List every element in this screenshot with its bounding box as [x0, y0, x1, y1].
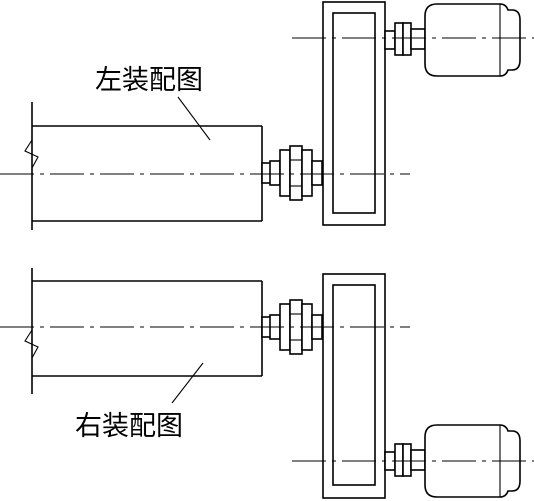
break-mark [24, 139, 39, 169]
left-motor-group [384, 3, 521, 77]
reducer-inner [332, 284, 376, 486]
right-assembly-label: 右装配图 [75, 411, 183, 442]
left-drum [24, 102, 263, 230]
right-leader-line [171, 362, 204, 404]
coupling-flange-3 [301, 149, 313, 197]
right-reducer [322, 273, 386, 499]
motor-coupling-2 [402, 22, 412, 56]
left-assembly-label: 左装配图 [95, 65, 203, 96]
right-assembly-view: 右装配图 [0, 268, 534, 499]
motor-flange [410, 28, 426, 50]
left-coupling [261, 145, 323, 201]
reducer-housing [322, 1, 386, 226]
left-leader-line [177, 96, 211, 141]
motor-shaft [384, 30, 396, 50]
left-reducer [322, 1, 386, 226]
motor-coupling-2 [402, 443, 412, 477]
reducer-inner [332, 12, 376, 214]
break-mark [24, 329, 39, 359]
coupling-flange-2 [289, 145, 303, 201]
coupling-flange-1 [279, 149, 291, 197]
left-assembly-view: 左装配图 [0, 1, 534, 230]
motor-coupling-1 [394, 22, 404, 56]
motor-flange [410, 449, 426, 471]
coupling-hub-left [269, 160, 281, 186]
coupling-hub-right [311, 160, 323, 186]
reducer-housing [322, 273, 386, 499]
right-drum [24, 268, 263, 394]
motor-coupling-1 [394, 443, 404, 477]
motor-body [424, 3, 521, 77]
